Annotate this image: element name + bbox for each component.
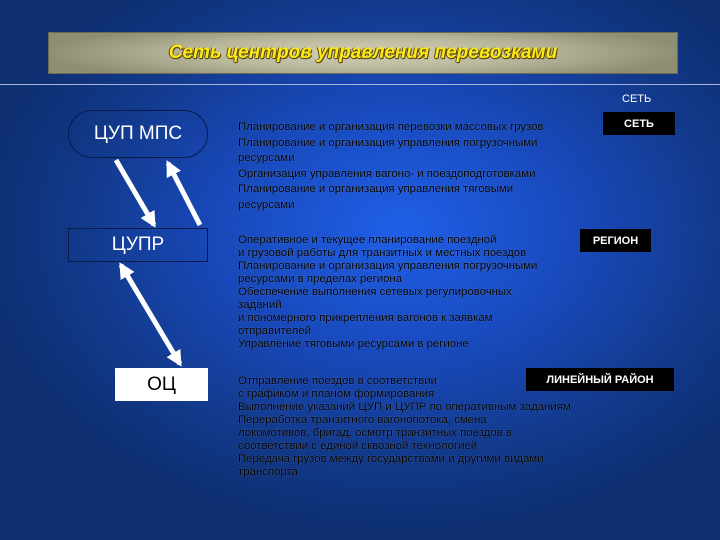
badge-region: РЕГИОН <box>580 229 651 252</box>
node-oc: ОЦ <box>115 368 208 401</box>
level-line-district-description: Отправление поездов в соответствии с гра… <box>238 375 571 479</box>
description-line: ресурсами <box>238 152 295 164</box>
arrow-tsupr-to-mps <box>165 160 203 227</box>
description-line: Управление тяговыми ресурсами в регионе <box>238 338 469 350</box>
description-line: Планирование и организация управления по… <box>238 260 538 272</box>
title-divider <box>0 84 720 85</box>
corner-label: СЕТЬ <box>622 93 652 105</box>
level-region-description: Оперативное и текущее планирование поезд… <box>238 234 537 351</box>
description-line: Обеспечение выполнения сетевых регулиров… <box>238 286 512 298</box>
description-line: и пономерного прикрепления вагонов к зая… <box>238 312 493 324</box>
description-line: Передача грузов между государствами и др… <box>238 453 544 465</box>
description-line: Планирование и организация управления тя… <box>238 183 514 195</box>
description-line: с графиком и планом формирования <box>238 388 435 400</box>
description-line: заданий <box>238 299 282 311</box>
description-line: Оперативное и текущее планирование поезд… <box>238 234 497 246</box>
description-line: Выполнение указаний ЦУП и ЦУПР по операт… <box>238 401 571 413</box>
description-line: транспорта <box>238 466 298 478</box>
arrow-mps-to-tsupr <box>113 158 157 228</box>
badge-line-district: ЛИНЕЙНЫЙ РАЙОН <box>526 368 674 391</box>
description-line: Планирование и организация управления по… <box>238 136 538 149</box>
description-line: Планирование и организация перевозки мас… <box>238 121 544 133</box>
node-tsup-mps: ЦУП МПС <box>68 110 208 158</box>
level-network-description: Планирование и организация перевозки мас… <box>238 120 543 213</box>
badge-network: СЕТЬ <box>603 112 675 135</box>
slide-title: Сеть центров управления перевозками <box>168 42 558 63</box>
description-line: Переработка транзитного вагонопотока, см… <box>238 414 487 426</box>
description-line: соответствии с единой сквозной технологи… <box>238 440 478 452</box>
description-line: и грузовой работы для транзитных и местн… <box>238 247 527 259</box>
node-tsupr: ЦУПР <box>68 228 208 262</box>
description-line: локомотивов, бригад, осмотр транзитных п… <box>238 427 512 439</box>
description-line: Организация управления вагоно- и поездоп… <box>238 167 536 180</box>
description-line: отправителей <box>238 325 311 337</box>
title-banner: Сеть центров управления перевозками <box>48 32 678 74</box>
arrow-tsupr-oc-bidirectional <box>118 262 183 367</box>
description-line: ресурсами <box>238 198 295 211</box>
description-line: ресурсами в пределах региона <box>238 273 403 285</box>
description-line: Отправление поездов в соответствии <box>238 375 437 387</box>
